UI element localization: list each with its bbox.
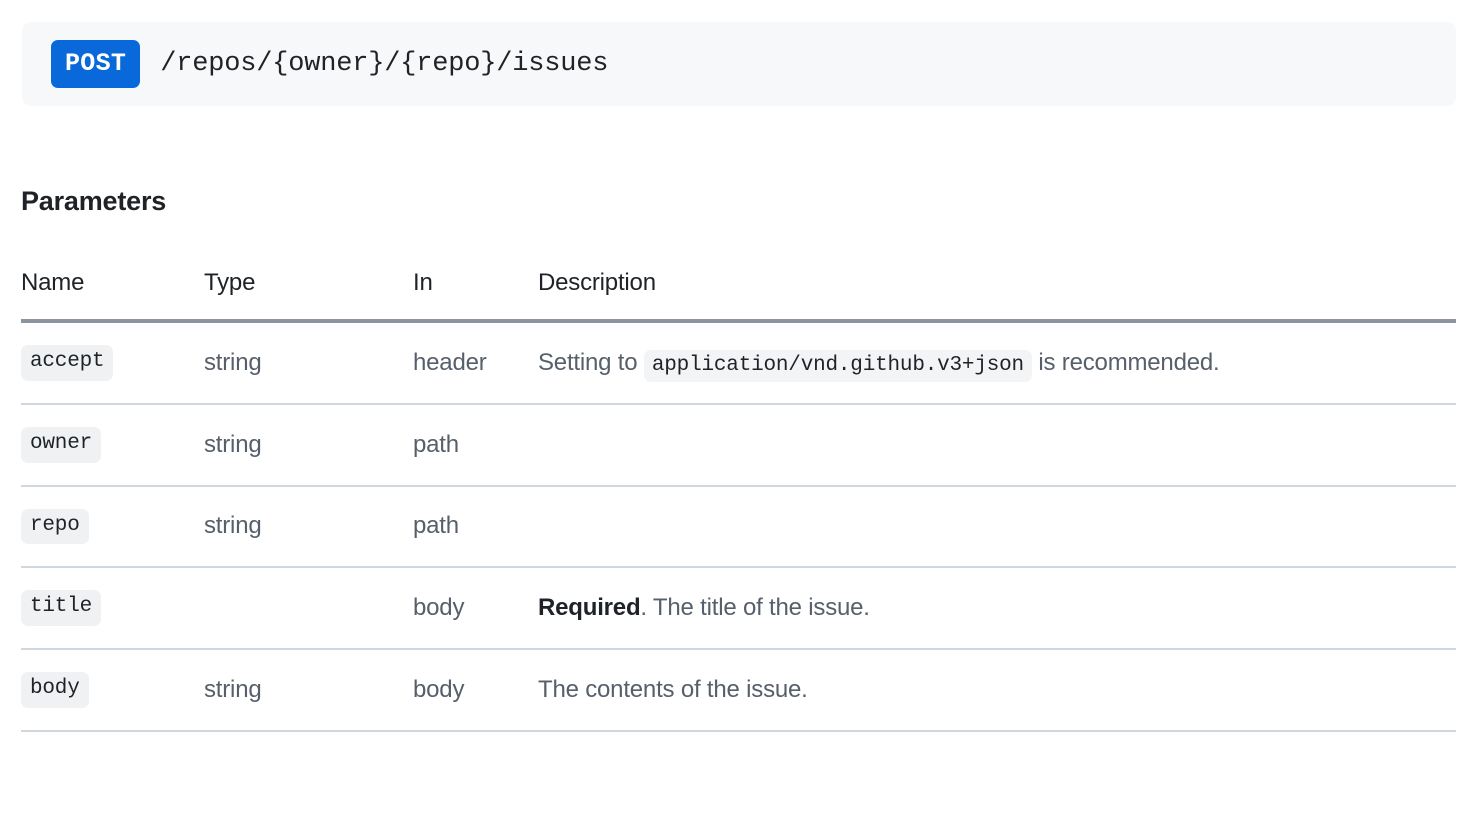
http-method-badge: POST: [51, 40, 141, 88]
table-header-row: Name Type In Description: [21, 269, 1456, 321]
column-header-in: In: [413, 269, 433, 296]
parameters-table: Name Type In Description accept string h…: [21, 269, 1456, 732]
param-description-cell: [538, 403, 1456, 487]
param-in-cell: header: [413, 321, 538, 405]
description-code: application/vnd.github.v3+json: [643, 349, 1032, 382]
column-header-description: Description: [538, 269, 656, 296]
description-text-suffix: is recommended.: [1031, 348, 1220, 376]
param-type-cell: string: [204, 649, 413, 732]
param-description-cell: [538, 485, 1456, 569]
table-row: body string body The contents of the iss…: [21, 649, 1456, 732]
table-row: accept string header Setting to applicat…: [21, 321, 1456, 405]
param-description-cell: Setting to application/vnd.github.v3+jso…: [538, 321, 1456, 405]
table-row: title body Required. The title of the is…: [21, 567, 1456, 651]
param-type-cell: string: [204, 485, 413, 569]
table-row: repo string path: [21, 485, 1456, 569]
param-name-cell: accept: [21, 321, 204, 405]
param-name-code: title: [21, 590, 102, 627]
param-name-cell: repo: [21, 485, 204, 569]
endpoint-header-panel: POST /repos/{owner}/{repo}/issues: [22, 22, 1456, 106]
description-text-prefix: Setting to: [538, 348, 644, 376]
param-name-cell: owner: [21, 403, 204, 487]
param-type-cell: [204, 567, 413, 651]
column-header-type: Type: [204, 269, 256, 296]
param-type-cell: string: [204, 403, 413, 487]
param-in-cell: path: [413, 485, 538, 569]
param-in-cell: body: [413, 649, 538, 732]
param-name-code: accept: [21, 345, 114, 381]
description-text: . The title of the issue.: [640, 594, 870, 622]
required-label: Required: [538, 594, 641, 622]
param-type-cell: string: [204, 321, 413, 405]
param-description-cell: Required. The title of the issue.: [538, 567, 1456, 651]
page-title: Parameters: [21, 186, 167, 216]
param-name-code: owner: [21, 426, 102, 463]
table-row: owner string path: [21, 403, 1456, 487]
param-in-cell: body: [413, 567, 538, 651]
param-description-cell: The contents of the issue.: [538, 649, 1456, 732]
column-header-name: Name: [21, 269, 85, 296]
param-in-cell: path: [413, 403, 538, 487]
param-name-code: repo: [21, 508, 89, 545]
param-name-cell: body: [21, 649, 204, 732]
param-name-cell: title: [21, 567, 204, 651]
endpoint-path: /repos/{owner}/{repo}/issues: [160, 49, 609, 79]
param-name-code: body: [21, 672, 89, 708]
